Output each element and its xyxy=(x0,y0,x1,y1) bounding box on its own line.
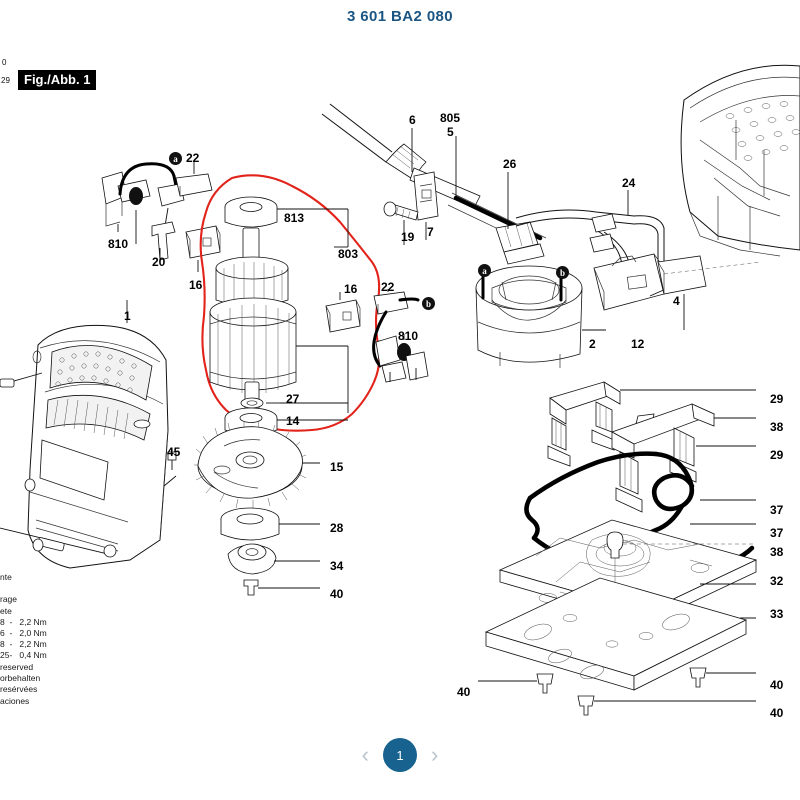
screw-left xyxy=(0,378,15,388)
callout-40: 40 xyxy=(770,706,784,720)
parts-cluster-left xyxy=(101,159,221,272)
edge-number-29: 29 xyxy=(1,76,10,85)
callout-805: 805 xyxy=(440,111,461,125)
callout-24: 24 xyxy=(622,176,636,190)
callout-810: 810 xyxy=(108,237,129,251)
callout-2: 2 xyxy=(589,337,596,351)
callout-22: 22 xyxy=(381,280,395,294)
callout-40: 40 xyxy=(330,587,344,601)
marker-b: b xyxy=(556,266,569,279)
callout-12: 12 xyxy=(631,337,645,351)
marker-b: b xyxy=(422,297,435,310)
callout-40: 40 xyxy=(770,678,784,692)
callout-29: 29 xyxy=(770,448,784,462)
callout-1: 1 xyxy=(124,309,131,323)
torque-spec-line: rage xyxy=(0,594,18,605)
callout-7: 7 xyxy=(427,225,434,239)
callout-26: 26 xyxy=(503,157,517,171)
parts-right-wiring xyxy=(515,190,761,330)
marker-a: a xyxy=(169,152,182,165)
page-title: 3 601 BA2 080 xyxy=(346,8,454,25)
callout-16: 16 xyxy=(189,278,203,292)
parts-base-assembly xyxy=(478,381,758,716)
callout-32: 32 xyxy=(770,574,784,588)
callout-45: 45 xyxy=(167,445,181,459)
callout-38: 38 xyxy=(770,545,784,559)
callout-810: 810 xyxy=(398,329,419,343)
callout-15: 15 xyxy=(330,460,344,474)
callout-20: 20 xyxy=(152,255,166,269)
callout-5: 5 xyxy=(447,125,454,139)
legal-notice-line: reserved xyxy=(0,662,34,672)
callout-38: 38 xyxy=(770,420,784,434)
figure-badge: Fig./Abb. 1 xyxy=(18,70,97,90)
callout-29: 29 xyxy=(770,392,784,406)
legal-notice-line: orbehalten xyxy=(0,673,41,684)
callout-40: 40 xyxy=(457,685,471,699)
torque-spec-line: ete xyxy=(0,605,12,616)
callout-37: 37 xyxy=(770,526,784,540)
prev-page-chevron[interactable]: ‹ xyxy=(361,742,369,767)
callout-27: 27 xyxy=(286,392,300,406)
callout-6: 6 xyxy=(409,113,416,127)
torque-spec-line xyxy=(0,583,47,594)
part-housing-1 xyxy=(0,300,177,569)
callout-19: 19 xyxy=(401,230,415,244)
edge-number-0: 0 xyxy=(2,58,7,67)
callout-22: 22 xyxy=(186,151,200,165)
part-motor-housing-2 xyxy=(475,265,606,368)
callout-14: 14 xyxy=(286,414,300,428)
legal-notice-line: resérvées xyxy=(0,684,38,695)
callout-28: 28 xyxy=(330,521,344,535)
marker-a: a xyxy=(478,264,491,277)
screw-bottom xyxy=(32,537,65,552)
torque-spec-line: 6 - 2,0 Nm xyxy=(0,628,47,639)
torque-spec-line: 8 - 2,2 Nm xyxy=(0,639,47,650)
current-page-indicator[interactable]: 1 xyxy=(383,738,417,772)
next-page-chevron[interactable]: › xyxy=(431,742,439,767)
part-housing-shell-right xyxy=(680,64,800,257)
legal-notice-line: aciones xyxy=(0,695,30,706)
callout-4: 4 xyxy=(673,294,680,308)
torque-spec-line: nte xyxy=(0,572,12,582)
torque-spec-line: 8 - 2,2 Nm xyxy=(0,616,47,627)
callout-33: 33 xyxy=(770,607,784,621)
part-fan-stack xyxy=(194,420,320,596)
callout-34: 34 xyxy=(330,559,344,573)
callout-803: 803 xyxy=(338,247,359,261)
callout-813: 813 xyxy=(284,211,305,225)
callout-37: 37 xyxy=(770,503,784,517)
parts-cable-assembly xyxy=(321,103,547,265)
pagination: ‹ 1 › xyxy=(0,738,800,772)
torque-spec-line: 25- 0,4 Nm xyxy=(0,650,47,661)
highlight-annotation xyxy=(199,174,381,432)
parts-cluster-right xyxy=(325,289,429,383)
callout-16: 16 xyxy=(344,282,358,296)
